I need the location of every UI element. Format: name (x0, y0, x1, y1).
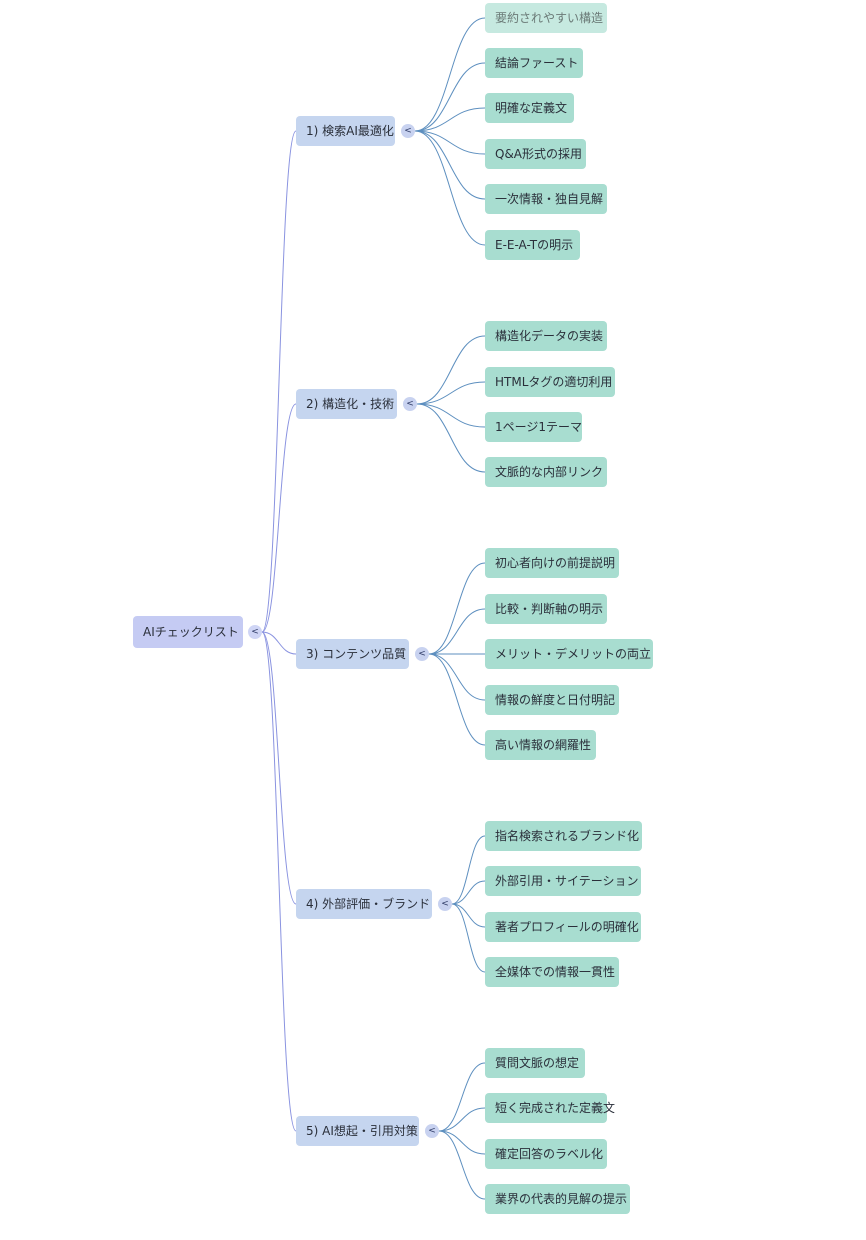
branch-collapse-toggle[interactable]: < (425, 1124, 439, 1138)
branch-node[interactable]: 4) 外部評価・ブランド (296, 889, 432, 919)
edge-root-to-branch (261, 403, 297, 633)
edge-branch-to-leaf (416, 381, 486, 405)
leaf-node[interactable]: 短く完成された定義文 (485, 1093, 615, 1123)
edge-branch-to-leaf (438, 1130, 486, 1155)
leaf-node[interactable]: 指名検索されるブランド化 (485, 821, 642, 851)
edge-branch-to-leaf (414, 17, 486, 132)
branch-node[interactable]: 2) 構造化・技術 (296, 389, 397, 419)
root-collapse-toggle[interactable]: < (248, 625, 262, 639)
branch-collapse-toggle[interactable]: < (401, 124, 415, 138)
edge-branch-to-leaf (428, 562, 486, 655)
branch-collapse-toggle[interactable]: < (415, 647, 429, 661)
edge-branch-to-leaf (438, 1107, 486, 1132)
edge-branch-to-leaf (428, 608, 486, 655)
leaf-node[interactable]: 要約されやすい構造 (485, 3, 607, 33)
leaf-node[interactable]: 業界の代表的見解の提示 (485, 1184, 630, 1214)
edge-branch-to-leaf (414, 130, 486, 246)
leaf-node[interactable]: 比較・判断軸の明示 (485, 594, 607, 624)
edge-branch-to-leaf (414, 62, 486, 132)
leaf-node[interactable]: 1ページ1テーマ (485, 412, 582, 442)
leaf-node[interactable]: 著者プロフィールの明確化 (485, 912, 641, 942)
leaf-node[interactable]: 外部引用・サイテーション (485, 866, 641, 896)
branch-node[interactable]: 3) コンテンツ品質 (296, 639, 409, 669)
edge-root-to-branch (261, 631, 297, 655)
branch-node[interactable]: 5) AI想起・引用対策 (296, 1116, 419, 1146)
leaf-node[interactable]: 一次情報・独自見解 (485, 184, 607, 214)
leaf-node[interactable]: HTMLタグの適切利用 (485, 367, 615, 397)
branch-collapse-toggle[interactable]: < (403, 397, 417, 411)
edge-branch-to-leaf (451, 903, 486, 928)
leaf-node[interactable]: 明確な定義文 (485, 93, 574, 123)
leaf-node[interactable]: 質問文脈の想定 (485, 1048, 585, 1078)
edge-branch-to-leaf (451, 835, 486, 905)
edge-branch-to-leaf (414, 130, 486, 155)
leaf-node[interactable]: 確定回答のラベル化 (485, 1139, 607, 1169)
edge-branch-to-leaf (414, 107, 486, 132)
leaf-node[interactable]: 結論ファースト (485, 48, 583, 78)
edge-branch-to-leaf (451, 880, 486, 905)
branch-collapse-toggle[interactable]: < (438, 897, 452, 911)
edge-root-to-branch (261, 631, 297, 905)
leaf-node[interactable]: E-E-A-Tの明示 (485, 230, 580, 260)
edge-branch-to-leaf (428, 653, 486, 746)
edge-branch-to-leaf (416, 403, 486, 473)
edge-branch-to-leaf (416, 335, 486, 405)
branch-node[interactable]: 1) 検索AI最適化 (296, 116, 395, 146)
leaf-node[interactable]: 初心者向けの前提説明 (485, 548, 619, 578)
leaf-node[interactable]: 情報の鮮度と日付明記 (485, 685, 619, 715)
edge-root-to-branch (261, 130, 297, 633)
edge-branch-to-leaf (438, 1062, 486, 1132)
edge-branch-to-leaf (428, 653, 486, 701)
leaf-node[interactable]: 全媒体での情報一貫性 (485, 957, 619, 987)
edge-branch-to-leaf (438, 1130, 486, 1200)
edge-branch-to-leaf (451, 903, 486, 973)
leaf-node[interactable]: 文脈的な内部リンク (485, 457, 607, 487)
root-node[interactable]: AIチェックリスト (133, 616, 243, 648)
edge-branch-to-leaf (416, 403, 486, 428)
leaf-node[interactable]: Q&A形式の採用 (485, 139, 586, 169)
leaf-node[interactable]: 高い情報の網羅性 (485, 730, 596, 760)
leaf-node[interactable]: 構造化データの実装 (485, 321, 607, 351)
edge-branch-to-leaf (414, 130, 486, 200)
leaf-node[interactable]: メリット・デメリットの両立 (485, 639, 653, 669)
edge-root-to-branch (261, 631, 297, 1132)
